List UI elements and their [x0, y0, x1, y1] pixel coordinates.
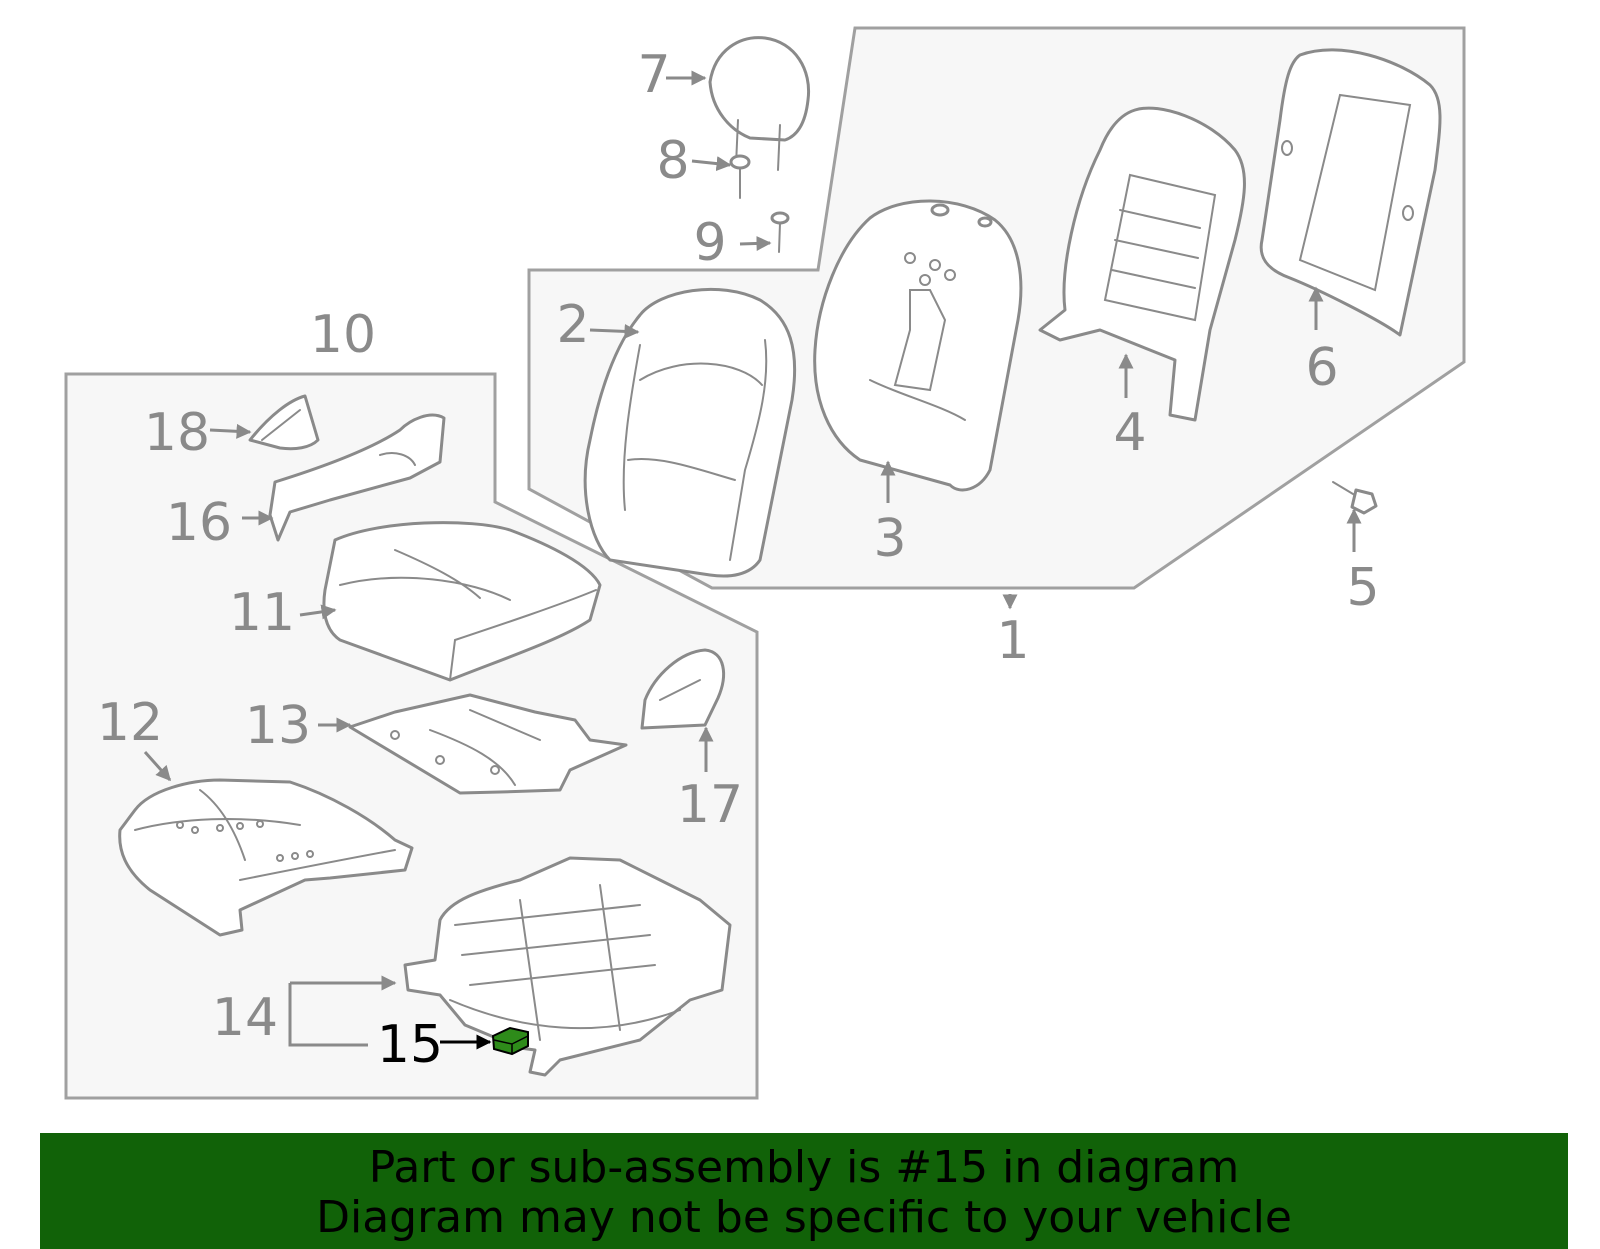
callout-18: 18 — [144, 403, 210, 463]
callout-9: 9 — [693, 213, 726, 273]
headrest-part[interactable] — [708, 36, 811, 171]
callout-15-highlighted: 15 — [377, 1015, 443, 1075]
banner-line-2: Diagram may not be specific to your vehi… — [316, 1192, 1292, 1243]
seatback-cover-part[interactable] — [583, 287, 797, 578]
cushion-mat-part[interactable] — [348, 693, 628, 795]
cushion-cover-part[interactable] — [322, 521, 602, 682]
callout-13: 13 — [245, 696, 311, 756]
seat-track-part[interactable] — [403, 856, 732, 1077]
callout-2: 2 — [556, 295, 589, 355]
seatback-pad-part[interactable] — [813, 199, 1023, 492]
callout-1: 1 — [996, 611, 1029, 671]
callout-6: 6 — [1305, 338, 1338, 398]
highlighted-part-15[interactable] — [491, 1026, 529, 1056]
callout-12: 12 — [97, 693, 163, 753]
callout-11: 11 — [229, 583, 295, 643]
callout-10: 10 — [310, 305, 376, 365]
seatback-frame-part[interactable] — [1038, 106, 1246, 422]
callout-17: 17 — [677, 775, 743, 835]
side-shield-part[interactable] — [268, 413, 446, 542]
callout-8: 8 — [656, 131, 689, 191]
callout-3: 3 — [873, 509, 906, 569]
headrest-guide-part[interactable] — [729, 154, 751, 199]
upper-trim-part[interactable] — [248, 394, 320, 451]
cushion-pad-part[interactable] — [118, 778, 414, 937]
banner-line-1: Part or sub-assembly is #15 in diagram — [368, 1142, 1240, 1193]
seatback-panel-part[interactable] — [1259, 48, 1442, 337]
info-banner: Part or sub-assembly is #15 in diagram D… — [40, 1133, 1568, 1249]
bolt-part[interactable] — [1332, 481, 1378, 515]
callout-4: 4 — [1113, 403, 1146, 463]
headrest-pin-part[interactable] — [770, 211, 790, 253]
parts-diagram: 1 2 3 4 5 6 7 8 9 10 11 12 13 14 15 16 1… — [64, 26, 1466, 1100]
callout-7: 7 — [637, 45, 670, 105]
callout-16: 16 — [166, 493, 232, 553]
side-cover-part[interactable] — [640, 648, 726, 730]
callout-5: 5 — [1346, 558, 1379, 618]
callout-14: 14 — [212, 988, 278, 1048]
